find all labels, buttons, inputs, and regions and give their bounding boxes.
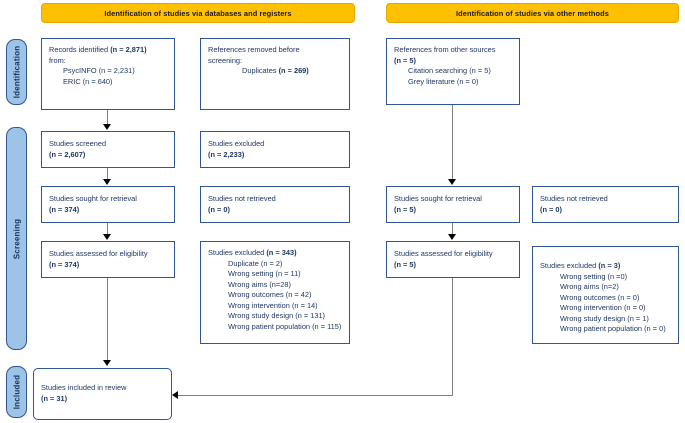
box-not-retrieved-left: Studies not retrieved (n = 0)	[200, 186, 350, 223]
studies-excluded-left-reason: Wrong setting (n = 11)	[228, 269, 301, 279]
connector-records-to-screened	[107, 110, 109, 125]
stage-bar-screening: Screening	[6, 127, 27, 350]
references-removed-duplicates: Duplicates (n = 269)	[242, 66, 309, 76]
assessed-eligibility-right-value: (n = 5)	[394, 259, 416, 269]
arrowhead-other-sources-to-sought-right	[448, 179, 456, 185]
studies-excluded-right-reason: Wrong study design (n = 1)	[560, 313, 649, 323]
references-other-grey-literature: Grey literature (n = 0)	[408, 76, 479, 86]
box-studies-excluded-screening: Studies excluded (n = 2,233)	[200, 131, 350, 168]
arrowhead-right-to-included	[172, 391, 178, 399]
box-assessed-eligibility-right: Studies assessed for eligibility (n = 5)	[386, 241, 520, 278]
records-identified-source-psycinfo: PsycINFO (n = 2,231)	[63, 66, 135, 76]
arrowhead-sought-to-assessed	[103, 234, 111, 240]
not-retrieved-left-label: Studies not retrieved	[208, 193, 276, 203]
studies-excluded-left-reason: Wrong study design (n = 131)	[228, 311, 326, 321]
sought-retrieval-left-label: Studies sought for retrieval	[49, 193, 137, 203]
box-studies-excluded-left: Studies excluded (n = 343) Duplicate (n …	[200, 241, 350, 344]
connector-assessed-right-to-included	[178, 395, 453, 397]
studies-excluded-right-reason: Wrong outcomes (n = 0)	[560, 292, 640, 302]
connector-assessed-right-down	[452, 278, 454, 396]
records-identified-line1: Records identified (n = 2,871)	[49, 45, 147, 54]
studies-excluded-left-reason: Wrong patient population (n = 115)	[228, 321, 342, 331]
references-other-line1: References from other sources	[394, 45, 496, 54]
references-removed-line2: screening:	[208, 55, 243, 65]
stage-label-identification: Identification	[12, 45, 21, 99]
connector-assessed-to-included	[107, 278, 109, 361]
records-identified-source-eric: ERIC (n = 640)	[63, 76, 113, 86]
sought-retrieval-right-label: Studies sought for retrieval	[394, 193, 482, 203]
arrowhead-assessed-to-included	[103, 360, 111, 366]
connector-sought-to-assessed-right	[452, 223, 454, 235]
connector-other-sources-to-sought-right	[452, 105, 454, 180]
arrowhead-screened-to-sought	[103, 179, 111, 185]
studies-excluded-left-reason: Duplicate (n = 2)	[228, 258, 283, 268]
records-identified-line2: from:	[49, 55, 66, 65]
not-retrieved-right-value: (n = 0)	[540, 204, 562, 214]
studies-excluded-right-title: Studies excluded (n = 3)	[540, 261, 621, 270]
header-databases-label: Identification of studies via databases …	[104, 8, 292, 18]
box-references-removed: References removed before screening: Dup…	[200, 38, 350, 110]
sought-retrieval-right-value: (n = 5)	[394, 204, 416, 214]
studies-excluded-left-reason: Wrong intervention (n = 14)	[228, 300, 318, 310]
arrowhead-sought-to-assessed-right	[448, 234, 456, 240]
not-retrieved-right-label: Studies not retrieved	[540, 193, 608, 203]
references-other-citation-searching: Citation searching (n = 5)	[408, 66, 491, 76]
box-assessed-eligibility-left: Studies assessed for eligibility (n = 37…	[41, 241, 175, 278]
studies-included-value: (n = 31)	[41, 394, 68, 403]
references-removed-line1: References removed before	[208, 45, 300, 54]
assessed-eligibility-left-label: Studies assessed for eligibility	[49, 248, 148, 258]
studies-excluded-right-reason: Wrong patient population (n = 0)	[560, 324, 666, 334]
box-studies-excluded-right: Studies excluded (n = 3) Wrong setting (…	[532, 246, 679, 344]
stage-bar-identification: Identification	[6, 39, 27, 105]
stage-label-screening: Screening	[12, 218, 21, 259]
box-not-retrieved-right: Studies not retrieved (n = 0)	[532, 186, 679, 223]
box-studies-included: Studies included in review (n = 31)	[33, 368, 172, 420]
studies-screened-label: Studies screened	[49, 138, 107, 148]
studies-excluded-right-reason: Wrong intervention (n = 0)	[560, 303, 646, 313]
studies-excluded-screening-label: Studies excluded	[208, 138, 265, 148]
box-sought-retrieval-right: Studies sought for retrieval (n = 5)	[386, 186, 520, 223]
assessed-eligibility-right-label: Studies assessed for eligibility	[394, 248, 493, 258]
box-sought-retrieval-left: Studies sought for retrieval (n = 374)	[41, 186, 175, 223]
box-records-identified: Records identified (n = 2,871) from: Psy…	[41, 38, 175, 110]
assessed-eligibility-left-value: (n = 374)	[49, 259, 80, 269]
studies-excluded-right-reason: Wrong aims (n=2)	[560, 282, 619, 292]
studies-excluded-left-reason: Wrong outcomes (n = 42)	[228, 290, 312, 300]
connector-screened-to-sought	[107, 168, 109, 180]
studies-excluded-right-reason: Wrong setting (n =0)	[560, 271, 628, 281]
studies-included-label: Studies included in review	[41, 383, 127, 393]
studies-screened-value: (n = 2,607)	[49, 149, 86, 159]
box-studies-screened: Studies screened (n = 2,607)	[41, 131, 175, 168]
connector-sought-to-assessed	[107, 223, 109, 235]
sought-retrieval-left-value: (n = 374)	[49, 204, 80, 214]
not-retrieved-left-value: (n = 0)	[208, 204, 230, 214]
references-other-value: (n = 5)	[394, 55, 416, 65]
header-other-methods: Identification of studies via other meth…	[386, 3, 679, 23]
studies-excluded-left-title: Studies excluded (n = 343)	[208, 248, 297, 257]
stage-bar-included: Included	[6, 366, 27, 418]
studies-excluded-left-reason: Wrong aims (n=28)	[228, 279, 291, 289]
studies-excluded-screening-value: (n = 2,233)	[208, 149, 245, 159]
box-references-other-sources: References from other sources (n = 5) Ci…	[386, 38, 520, 105]
arrowhead-records-to-screened	[103, 124, 111, 130]
header-other-methods-label: Identification of studies via other meth…	[456, 8, 609, 18]
header-databases-registers: Identification of studies via databases …	[41, 3, 355, 23]
stage-label-included: Included	[12, 374, 21, 410]
